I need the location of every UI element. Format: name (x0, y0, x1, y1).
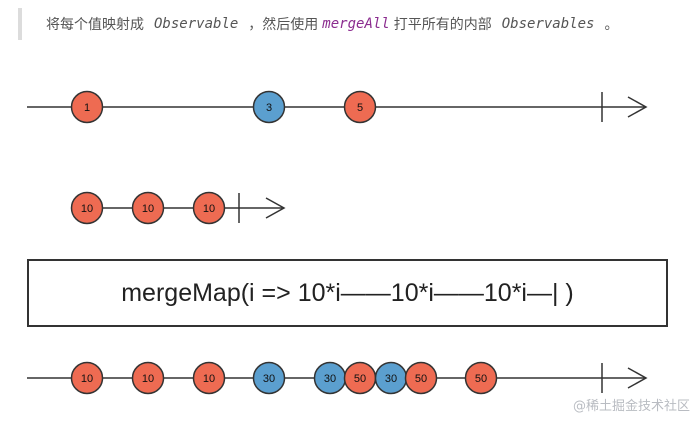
caption-observables: Observables (501, 16, 595, 32)
inner-marble: 10 (131, 191, 165, 225)
inner-marble-circle (131, 191, 165, 225)
output-marble: 10 (70, 361, 104, 395)
source-marble-circle (343, 90, 377, 124)
output-marble: 10 (192, 361, 226, 395)
inner-timeline: 10 10 10 (70, 191, 286, 225)
output-marble-label: 30 (324, 373, 336, 385)
output-marble-circle (404, 361, 438, 395)
caption-quote: 将每个值映射成 Observable ，然后使用 mergeAll 打平所有的内… (18, 8, 678, 40)
inner-marble-label: 10 (81, 203, 93, 215)
output-marble: 10 (131, 361, 165, 395)
inner-marbles: 10 10 10 (70, 191, 226, 225)
caption-mergeall: mergeAll (322, 16, 390, 32)
source-marble-label: 3 (266, 102, 272, 114)
output-marble-label: 10 (81, 373, 93, 385)
output-marble-label: 10 (142, 373, 154, 385)
output-marble-label: 30 (385, 373, 397, 385)
source-marble-circle (70, 90, 104, 124)
output-marble-circle (131, 361, 165, 395)
source-marble-label: 1 (84, 102, 90, 114)
output-marble-circle (464, 361, 498, 395)
source-marbles: 1 3 5 (70, 90, 377, 124)
source-marble-label: 5 (357, 102, 363, 114)
caption-text-2: ，然后使用 (248, 17, 319, 33)
inner-marble-label: 10 (203, 203, 215, 215)
inner-marble-circle (70, 191, 104, 225)
output-marble-circle (192, 361, 226, 395)
source-arrowhead (627, 96, 648, 118)
source-marble-circle (252, 90, 286, 124)
operator-box: mergeMap(i => 10*i——10*i——10*i—| ) (27, 259, 668, 327)
output-marble: 50 (404, 361, 438, 395)
output-marbles: 10 10 10 30 30 50 30 50 50 (70, 361, 498, 395)
inner-marble-label: 10 (142, 203, 154, 215)
inner-marble: 10 (192, 191, 226, 225)
caption-text-1: 将每个值映射成 (46, 17, 144, 33)
output-marble: 50 (464, 361, 498, 395)
source-timeline: 1 3 5 (27, 90, 648, 124)
caption-text-3: 打平所有的内部 (393, 17, 492, 33)
output-marble: 50 (343, 361, 377, 395)
output-marble-label: 50 (415, 373, 427, 385)
inner-marble: 10 (70, 191, 104, 225)
output-marble: 30 (374, 361, 408, 395)
output-marble-label: 30 (263, 373, 275, 385)
output-arrowhead (627, 367, 648, 389)
caption-observable: Observable (154, 16, 239, 32)
output-marble-label: 50 (475, 373, 487, 385)
output-marble-label: 10 (203, 373, 215, 385)
output-timeline: 10 10 10 30 30 50 30 50 50 (27, 361, 648, 395)
output-marble: 30 (313, 361, 347, 395)
source-marble: 1 (70, 90, 104, 124)
source-marble: 5 (343, 90, 377, 124)
output-marble-label: 50 (354, 373, 366, 385)
output-marble-circle (252, 361, 286, 395)
watermark: @稀土掘金技术社区 (572, 399, 690, 414)
output-marble: 30 (252, 361, 286, 395)
inner-arrowhead (265, 197, 286, 219)
caption-end: 。 (604, 17, 619, 33)
output-marble-circle (70, 361, 104, 395)
inner-marble-circle (192, 191, 226, 225)
source-marble: 3 (252, 90, 286, 124)
operator-label: mergeMap(i => 10*i——10*i——10*i—| ) (121, 278, 574, 307)
